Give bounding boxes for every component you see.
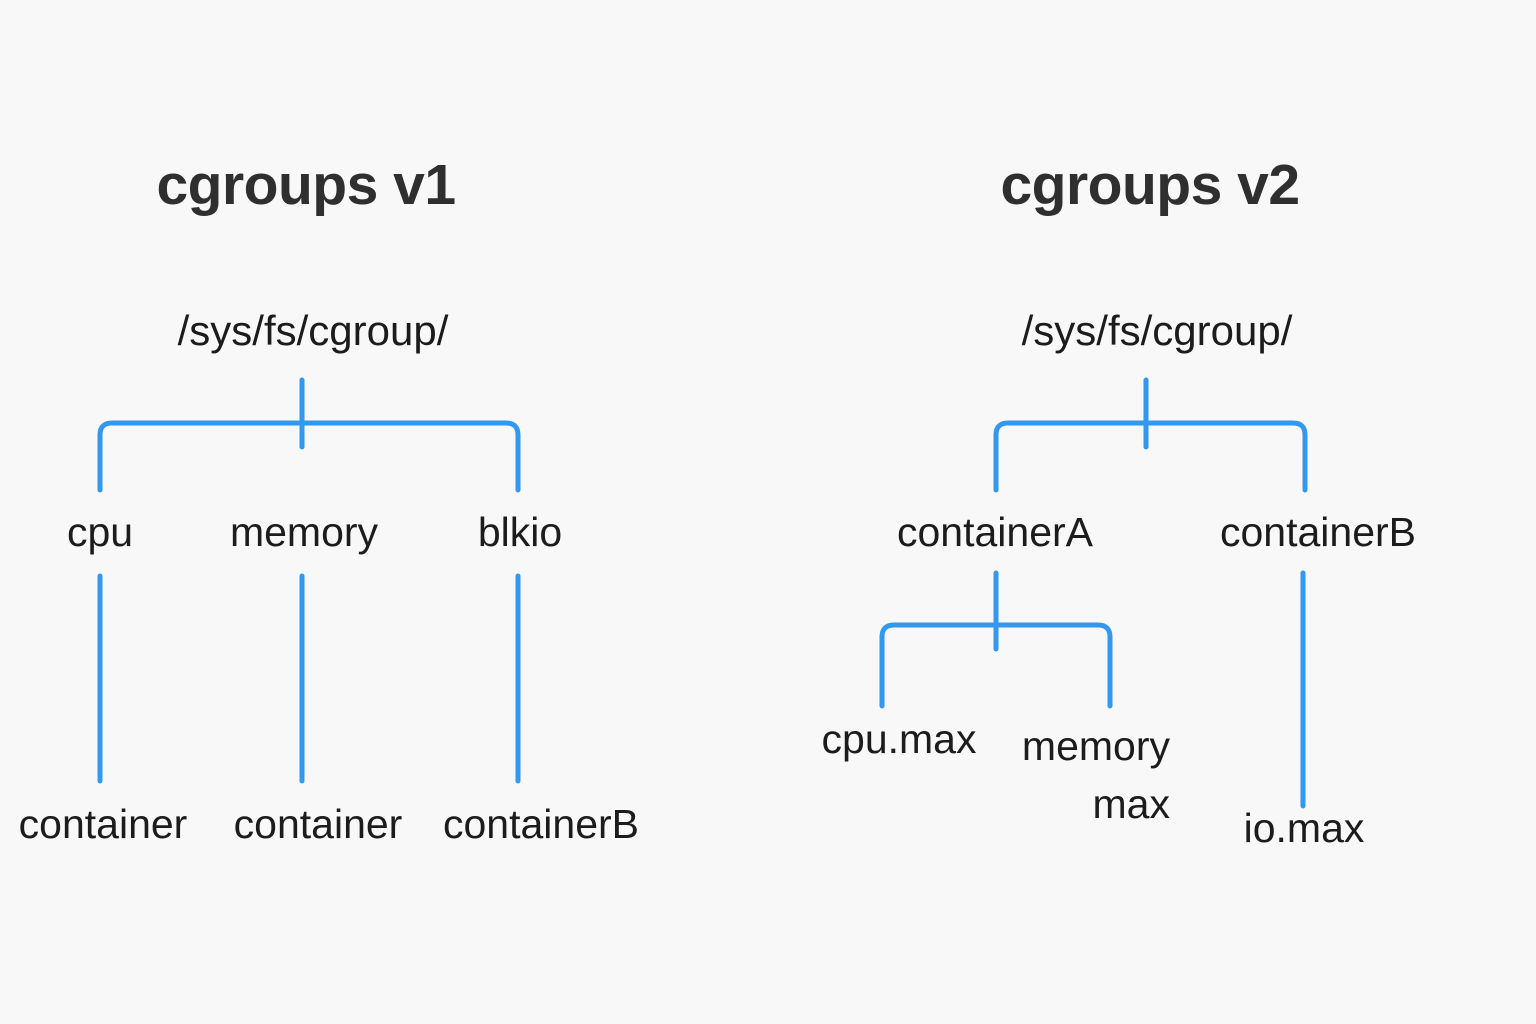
v1-node-blkio: blkio xyxy=(477,509,563,555)
panel-title-cgroups-v2: cgroups v2 xyxy=(1000,153,1300,217)
v1-leaf-container-cpu: container xyxy=(18,801,188,847)
v2-leaf-memory-max: memory max xyxy=(898,717,1170,833)
v2-leaf-cpu-max: cpu.max xyxy=(821,716,977,762)
v2-node-containera: containerA xyxy=(896,509,1094,555)
v2-root-label: /sys/fs/cgroup/ xyxy=(1021,307,1293,354)
v1-root-label: /sys/fs/cgroup/ xyxy=(177,307,449,354)
panel-title-cgroups-v1: cgroups v1 xyxy=(156,153,456,217)
v2-leaf-memory-max-line1: memory xyxy=(1021,723,1170,769)
v1-node-cpu: cpu xyxy=(66,509,134,555)
v2-leaf-memory-max-line2: max xyxy=(1092,781,1170,828)
v2-containera-bracket xyxy=(879,622,1113,709)
v2-leaf-io-max: io.max xyxy=(1243,805,1365,851)
v2-root-bracket xyxy=(993,420,1308,493)
v1-leaf-containerb-blkio: containerB xyxy=(442,801,640,847)
v1-node-memory: memory xyxy=(229,509,379,555)
v1-leaf-container-memory: container xyxy=(233,801,403,847)
v2-node-containerb: containerB xyxy=(1219,509,1417,555)
v1-root-bracket xyxy=(97,420,521,493)
